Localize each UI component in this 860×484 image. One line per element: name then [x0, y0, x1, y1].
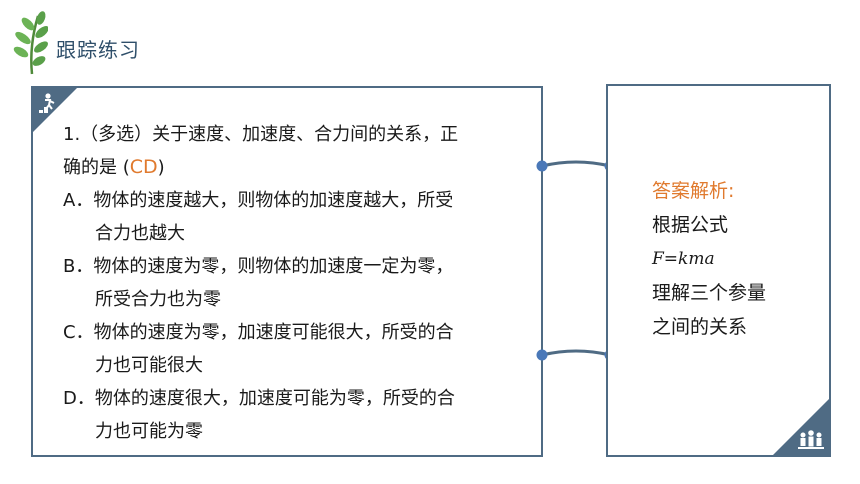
option-a: A．物体的速度越大，则物体的加速度越大，所受 [63, 190, 454, 211]
stem-prefix: 确的是 ( [63, 157, 130, 178]
option-d-cont: 力也可能为零 [95, 421, 203, 442]
stem-suffix: ) [157, 157, 165, 178]
analysis-formula: F=kma [652, 249, 715, 269]
person-climbing-icon [39, 93, 55, 113]
analysis-line1: 根据公式 [652, 214, 729, 236]
option-b-cont: 所受合力也为零 [95, 289, 221, 310]
question-stem-line1: 1.（多选）关于速度、加速度、合力间的关系，正 [63, 124, 459, 145]
group-people-icon [798, 430, 824, 449]
analysis-line2: 理解三个参量 [652, 282, 767, 304]
card-connector [536, 160, 616, 361]
question-card: 1.（多选）关于速度、加速度、合力间的关系，正 确的是 (CD) A．物体的速度… [31, 86, 543, 457]
analysis-card: 答案解析: 根据公式 F=kma 理解三个参量 之间的关系 [606, 84, 831, 457]
option-d: D．物体的速度很大，加速度可能为零，所受的合 [63, 388, 455, 409]
option-b: B．物体的速度为零，则物体的加速度一定为零， [63, 256, 454, 277]
option-c: C．物体的速度为零，加速度可能很大，所受的合 [63, 322, 454, 343]
analysis-text: 答案解析: 根据公式 F=kma 理解三个参量 之间的关系 [652, 174, 766, 344]
page-title: 跟踪练习 [56, 38, 140, 62]
question-text: 1.（多选）关于速度、加速度、合力间的关系，正 确的是 (CD) A．物体的速度… [63, 118, 533, 448]
analysis-title: 答案解析: [652, 180, 735, 202]
question-stem-line2: 确的是 (CD) [63, 151, 533, 184]
analysis-line3: 之间的关系 [652, 316, 748, 338]
leaf-branch-icon [13, 11, 48, 75]
option-a-cont: 合力也越大 [95, 223, 185, 244]
answer-value: CD [129, 156, 158, 178]
option-c-cont: 力也可能很大 [95, 355, 203, 376]
